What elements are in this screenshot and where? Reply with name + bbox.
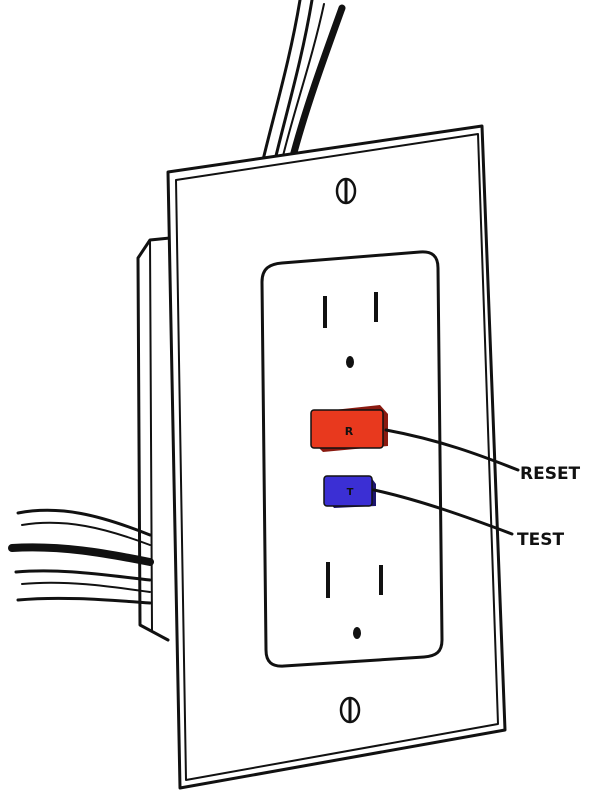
lower-ground-hole [353,627,361,639]
top-cable [263,0,342,160]
top-screw-icon [337,179,355,203]
reset-button[interactable]: R [311,405,388,452]
test-callout-label: TEST [517,530,564,550]
reset-button-letter: R [345,425,354,438]
reset-callout-label: RESET [520,464,581,484]
test-button[interactable]: T [324,476,376,508]
outlet-face [262,252,442,666]
test-button-letter: T [347,487,354,498]
upper-ground-hole [346,356,354,368]
bottom-screw-icon [341,698,359,722]
side-wires [12,510,150,603]
